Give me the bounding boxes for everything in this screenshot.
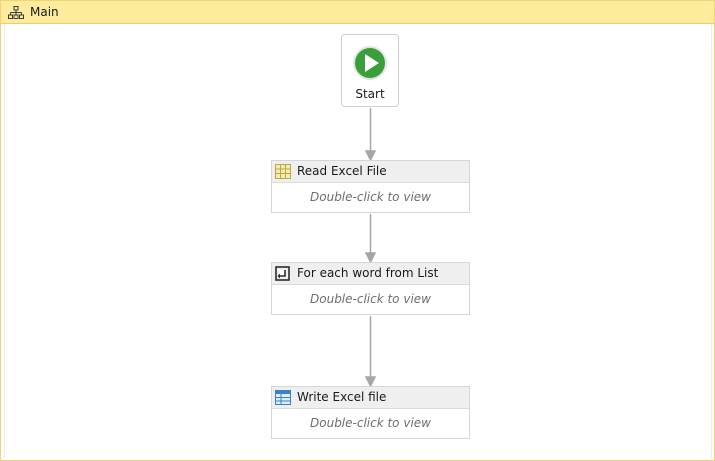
activity-hint: Double-click to view	[310, 416, 431, 430]
for-each-loop-icon	[275, 266, 291, 281]
workflow-title: Main	[30, 5, 59, 19]
read-excel-icon	[275, 164, 291, 179]
play-icon	[352, 45, 388, 81]
activity-title: For each word from List	[297, 266, 439, 280]
activity-write-excel-file[interactable]: Write Excel file Double-click to view	[271, 386, 470, 439]
activity-for-each-word[interactable]: For each word from List Double-click to …	[271, 262, 470, 315]
activity-header: Read Excel File	[272, 161, 469, 183]
activity-title: Read Excel File	[297, 164, 387, 178]
activity-header: For each word from List	[272, 263, 469, 285]
activity-title: Write Excel file	[297, 390, 387, 404]
activity-header: Write Excel file	[272, 387, 469, 409]
workflow-header[interactable]: Main	[1, 1, 714, 24]
write-excel-icon	[275, 390, 291, 405]
activity-hint: Double-click to view	[310, 190, 431, 204]
start-label: Start	[355, 87, 385, 101]
sequence-hierarchy-icon	[8, 5, 24, 19]
designer-canvas[interactable]	[4, 24, 712, 458]
activity-read-excel-file[interactable]: Read Excel File Double-click to view	[271, 160, 470, 213]
activity-hint: Double-click to view	[310, 292, 431, 306]
start-node[interactable]: Start	[341, 34, 399, 107]
